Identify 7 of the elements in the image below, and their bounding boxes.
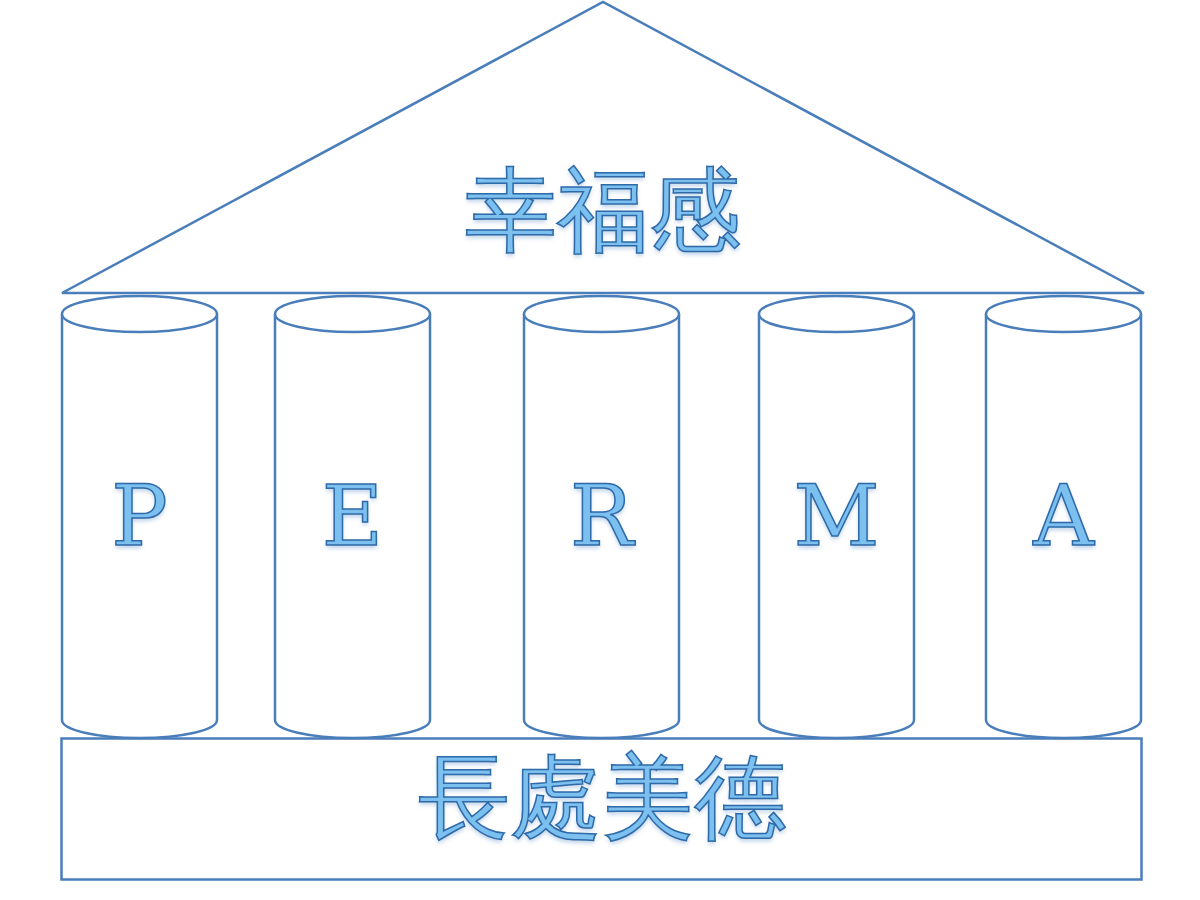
base-title: 長處美德: [417, 752, 786, 844]
pillar-letter: M: [793, 474, 880, 558]
pillar-letter: R: [569, 474, 634, 558]
pillar-letter: P: [111, 474, 168, 558]
pillar-letter: A: [1033, 474, 1094, 558]
pillar-letter: E: [321, 474, 384, 558]
roof-title: 幸福感: [465, 165, 741, 257]
